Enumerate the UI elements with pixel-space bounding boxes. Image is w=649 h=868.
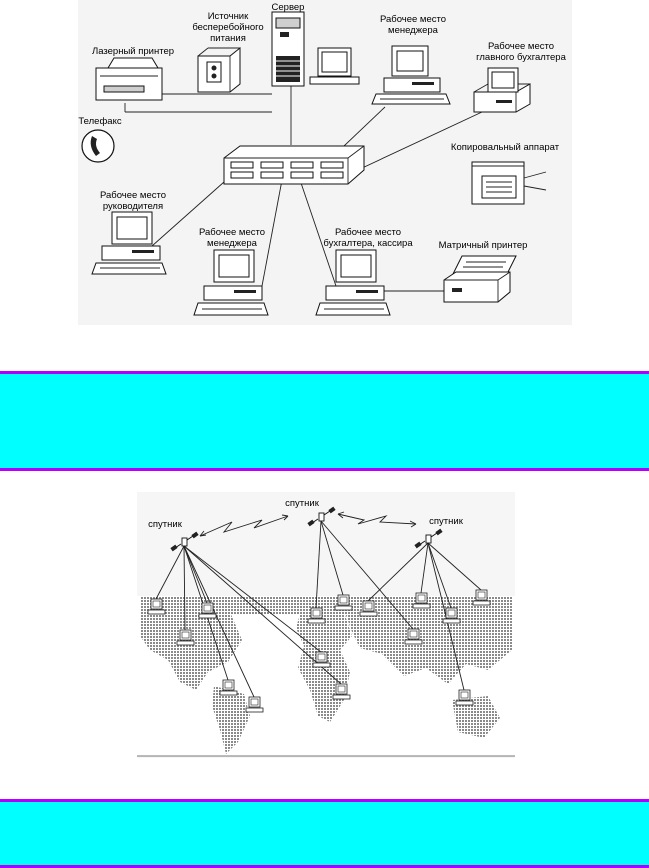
manager-workstation-top-icon: [371, 45, 451, 105]
fax-label: Телефакс: [78, 116, 121, 127]
laser-printer-label: Лазерный принтер: [92, 46, 174, 57]
laser-printer-icon: [95, 57, 163, 101]
server-icon: [271, 11, 305, 87]
cyan-band-bottom: [0, 799, 649, 868]
satellite-link-line: [367, 542, 429, 602]
matrix-printer-label: Матричный принтер: [439, 240, 528, 251]
satellite-link-line: [315, 520, 322, 609]
accountant-cashier-workstation-icon: [315, 249, 391, 316]
server-label: Сервер: [272, 2, 305, 13]
chief-accountant-workstation-icon: [473, 67, 531, 113]
fax-icon: [81, 129, 115, 163]
manager-top-label-line-2: менеджера: [388, 25, 439, 36]
satellite-link-line: [183, 545, 208, 604]
satellite-link-line: [183, 545, 186, 631]
ups-label-line-1: Источник: [208, 11, 249, 22]
satellite-link-line: [420, 542, 429, 594]
ups-label-line-2: бесперебойного: [192, 22, 263, 33]
copier-icon: [471, 161, 547, 205]
cyan-band-top: [0, 371, 649, 471]
satellite-link-line: [183, 545, 342, 685]
director-label-line-1: Рабочее место: [100, 190, 166, 201]
satellite-link-line: [320, 520, 414, 630]
satellite-link-line: [183, 545, 322, 653]
satellite-link-line: [183, 545, 255, 698]
copier-label: Копировальный аппарат: [451, 142, 560, 153]
server-monitor-icon: [309, 47, 360, 85]
satellite-right-label: спутник: [429, 516, 464, 527]
inter-satellite-links: [199, 511, 417, 537]
satellite-center-label: спутник: [285, 498, 320, 509]
matrix-printer-icon: [443, 255, 517, 303]
satellite-link-line: [320, 520, 344, 596]
satellite-left-label: спутник: [148, 519, 183, 530]
satellite-link-line: [427, 542, 482, 591]
accountant-label-line-1: Рабочее место: [335, 227, 401, 238]
ups-label-line-3: питания: [210, 33, 246, 44]
manager-bottom-label-line-2: менеджера: [207, 238, 258, 249]
manager-workstation-bottom-icon: [193, 249, 269, 316]
accountant-label-line-2: бухгалтера, кассира: [323, 238, 413, 249]
network-hub-icon: [223, 145, 365, 185]
chief-accountant-label-line-1: Рабочее место: [488, 41, 554, 52]
manager-bottom-label-line-1: Рабочее место: [199, 227, 265, 238]
chief-accountant-label-line-2: главного бухгалтера: [476, 52, 566, 63]
director-label-line-2: руководителя: [103, 201, 163, 212]
manager-top-label-line-1: Рабочее место: [380, 14, 446, 25]
lan-diagram: Сервер Источник бесперебойного питания Л…: [78, 2, 567, 316]
satellite-link-line: [427, 542, 452, 609]
ups-icon: [197, 46, 241, 93]
satellite-link-line: [155, 545, 185, 600]
director-workstation-icon: [91, 211, 167, 275]
